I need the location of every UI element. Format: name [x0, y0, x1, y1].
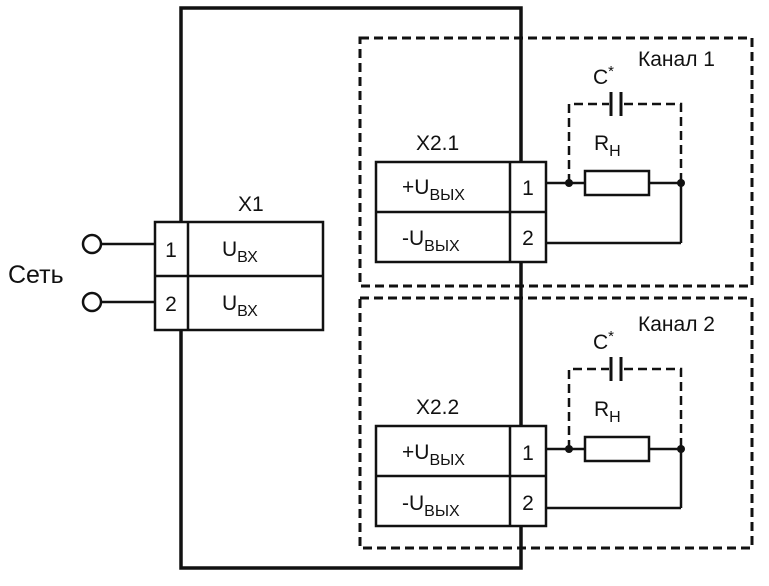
connector-x1 [153, 220, 325, 332]
channel-1-frame [358, 36, 754, 288]
connector-x2-1 [374, 160, 548, 264]
channel-2-title: Канал 2 [638, 313, 715, 336]
x1-signal-1: UВХ [222, 238, 258, 266]
connector-x2-2-label: X2.2 [416, 396, 459, 419]
x1-signal-2: UВХ [222, 292, 258, 320]
mains-terminal-1 [81, 233, 103, 255]
x2-1-pin-1: 1 [522, 177, 534, 200]
mains-terminal-2 [81, 291, 103, 313]
channel-2-load-circuit [546, 357, 683, 510]
x2-1-pin-2: 2 [522, 227, 534, 250]
junction-dot [677, 179, 685, 187]
capacitor-1-label: C* [593, 63, 614, 89]
junction-dot [677, 445, 685, 453]
x1-label: X1 [238, 193, 264, 216]
resistor-1 [583, 169, 651, 197]
connector-x2-1-label: X2.1 [416, 132, 459, 155]
x2-2-pin-1: 1 [522, 442, 534, 465]
x2-1-signal-2: -UВЫХ [402, 227, 460, 255]
channel-1-title: Канал 1 [638, 48, 715, 71]
x1-pin-2: 2 [165, 293, 177, 316]
channel-2-frame [358, 296, 754, 550]
junction-dot [565, 179, 573, 187]
x2-2-signal-2: -UВЫХ [402, 492, 460, 520]
channel-1-load-circuit [546, 92, 683, 245]
connector-x2-2 [374, 424, 548, 528]
junction-dot [565, 445, 573, 453]
resistor-1-label: RН [594, 132, 621, 160]
resistor-2-label: RН [594, 398, 621, 426]
x2-2-signal-1: +UВЫХ [402, 441, 465, 469]
x1-pin-1: 1 [165, 239, 177, 262]
resistor-2 [583, 435, 651, 463]
x2-1-signal-1: +UВЫХ [402, 176, 465, 204]
capacitor-2-label: C* [593, 328, 614, 354]
mains-label: Сеть [8, 261, 64, 289]
x2-2-pin-2: 2 [522, 492, 534, 515]
